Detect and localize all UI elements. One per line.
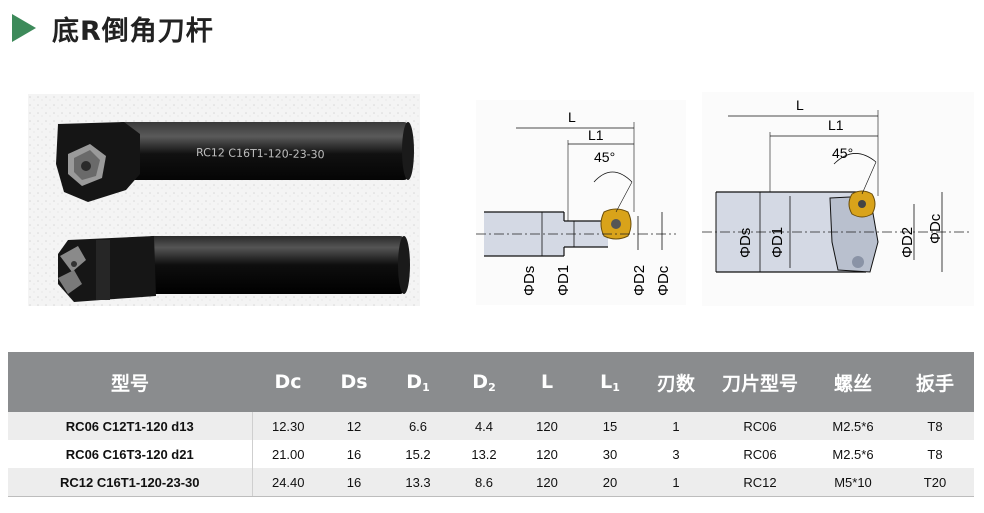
cell-insert: RC06 xyxy=(710,440,810,468)
cell-d1: 6.6 xyxy=(384,412,452,440)
spec-table: 型号 Dc Ds D1 D2 L L1 刃数 刀片型号 螺丝 扳手 RC06 C… xyxy=(8,352,974,497)
header-flutes: 刃数 xyxy=(642,352,710,412)
product-photo: RC12 C16T1-120-23-30 xyxy=(28,94,420,306)
cell-wrench: T20 xyxy=(896,468,974,497)
dim-Ds-label: ΦDs xyxy=(521,266,538,296)
header-ds: Ds xyxy=(324,352,384,412)
cell-insert: RC12 xyxy=(710,468,810,497)
table-row: RC06 C16T3-120 d21 21.00 16 15.2 13.2 12… xyxy=(8,440,974,468)
cell-ds: 16 xyxy=(324,440,384,468)
title-arrow-icon xyxy=(12,14,36,42)
cell-ds: 12 xyxy=(324,412,384,440)
cell-l: 120 xyxy=(516,440,578,468)
header-screw: 螺丝 xyxy=(810,352,896,412)
cell-d1: 15.2 xyxy=(384,440,452,468)
dim-Dc-label: ΦDc xyxy=(927,213,944,244)
dim-L1-label: L1 xyxy=(588,127,604,143)
cell-d2: 8.6 xyxy=(452,468,516,497)
dim-L-label: L xyxy=(796,97,804,113)
dim-L-label: L xyxy=(568,109,576,125)
header-d1: D1 xyxy=(384,352,452,412)
three-flute-tool xyxy=(58,236,410,302)
dimension-drawing-right: L L1 45° ΦDs ΦD1 ΦD2 ΦDc xyxy=(702,92,974,306)
table-header-row: 型号 Dc Ds D1 D2 L L1 刃数 刀片型号 螺丝 扳手 xyxy=(8,352,974,412)
table-row: RC12 C16T1-120-23-30 24.40 16 13.3 8.6 1… xyxy=(8,468,974,497)
drawing-single-flute: L L1 45° ΦDs ΦD1 ΦD2 ΦDc xyxy=(476,100,686,305)
page-title-row: 底R倒角刀杆 xyxy=(12,10,214,47)
cell-ds: 16 xyxy=(324,468,384,497)
cell-flutes: 3 xyxy=(642,440,710,468)
cell-dc: 21.00 xyxy=(252,440,324,468)
shank-engraving: RC12 C16T1-120-23-30 xyxy=(196,146,325,161)
table-row: RC06 C12T1-120 d13 12.30 12 6.6 4.4 120 … xyxy=(8,412,974,440)
cell-screw: M2.5*6 xyxy=(810,412,896,440)
cell-wrench: T8 xyxy=(896,412,974,440)
cell-dc: 12.30 xyxy=(252,412,324,440)
dim-D2-label: ΦD2 xyxy=(631,265,648,296)
dimension-drawing-left: L L1 45° ΦDs ΦD1 ΦD2 ΦDc xyxy=(476,100,686,305)
cell-model: RC06 C16T3-120 d21 xyxy=(8,440,253,468)
page-title: 底R倒角刀杆 xyxy=(52,15,214,47)
header-insert: 刀片型号 xyxy=(710,352,810,412)
dim-D2-label: ΦD2 xyxy=(899,227,916,258)
cell-l: 120 xyxy=(516,468,578,497)
tool-holder-photo: RC12 C16T1-120-23-30 xyxy=(28,94,420,306)
header-l1: L1 xyxy=(578,352,642,412)
cell-flutes: 1 xyxy=(642,468,710,497)
cell-l1: 30 xyxy=(578,440,642,468)
cell-model: RC12 C16T1-120-23-30 xyxy=(8,468,253,497)
cell-screw: M5*10 xyxy=(810,468,896,497)
cell-dc: 24.40 xyxy=(252,468,324,497)
single-flute-tool: RC12 C16T1-120-23-30 xyxy=(56,122,414,202)
header-d2: D2 xyxy=(452,352,516,412)
insert-icon xyxy=(848,190,876,218)
dim-D1-label: ΦD1 xyxy=(555,265,572,296)
dim-Dc-label: ΦDc xyxy=(655,265,672,296)
cell-screw: M2.5*6 xyxy=(810,440,896,468)
dim-L1-label: L1 xyxy=(828,117,844,133)
cell-d2: 13.2 xyxy=(452,440,516,468)
header-l: L xyxy=(516,352,578,412)
header-wrench: 扳手 xyxy=(896,352,974,412)
drawing-three-flute: L L1 45° ΦDs ΦD1 ΦD2 ΦDc xyxy=(702,92,974,306)
cell-l1: 20 xyxy=(578,468,642,497)
cell-d2: 4.4 xyxy=(452,412,516,440)
cell-l: 120 xyxy=(516,412,578,440)
dim-D1-label: ΦD1 xyxy=(769,227,786,258)
dim-angle-label: 45° xyxy=(594,149,615,165)
dim-angle-label: 45° xyxy=(832,145,853,161)
cell-model: RC06 C12T1-120 d13 xyxy=(8,412,253,440)
header-model: 型号 xyxy=(8,352,252,412)
cell-wrench: T8 xyxy=(896,440,974,468)
insert-icon xyxy=(600,208,632,240)
header-dc: Dc xyxy=(252,352,324,412)
cell-insert: RC06 xyxy=(710,412,810,440)
cell-flutes: 1 xyxy=(642,412,710,440)
cell-d1: 13.3 xyxy=(384,468,452,497)
dim-Ds-label: ΦDs xyxy=(737,228,754,258)
cell-l1: 15 xyxy=(578,412,642,440)
